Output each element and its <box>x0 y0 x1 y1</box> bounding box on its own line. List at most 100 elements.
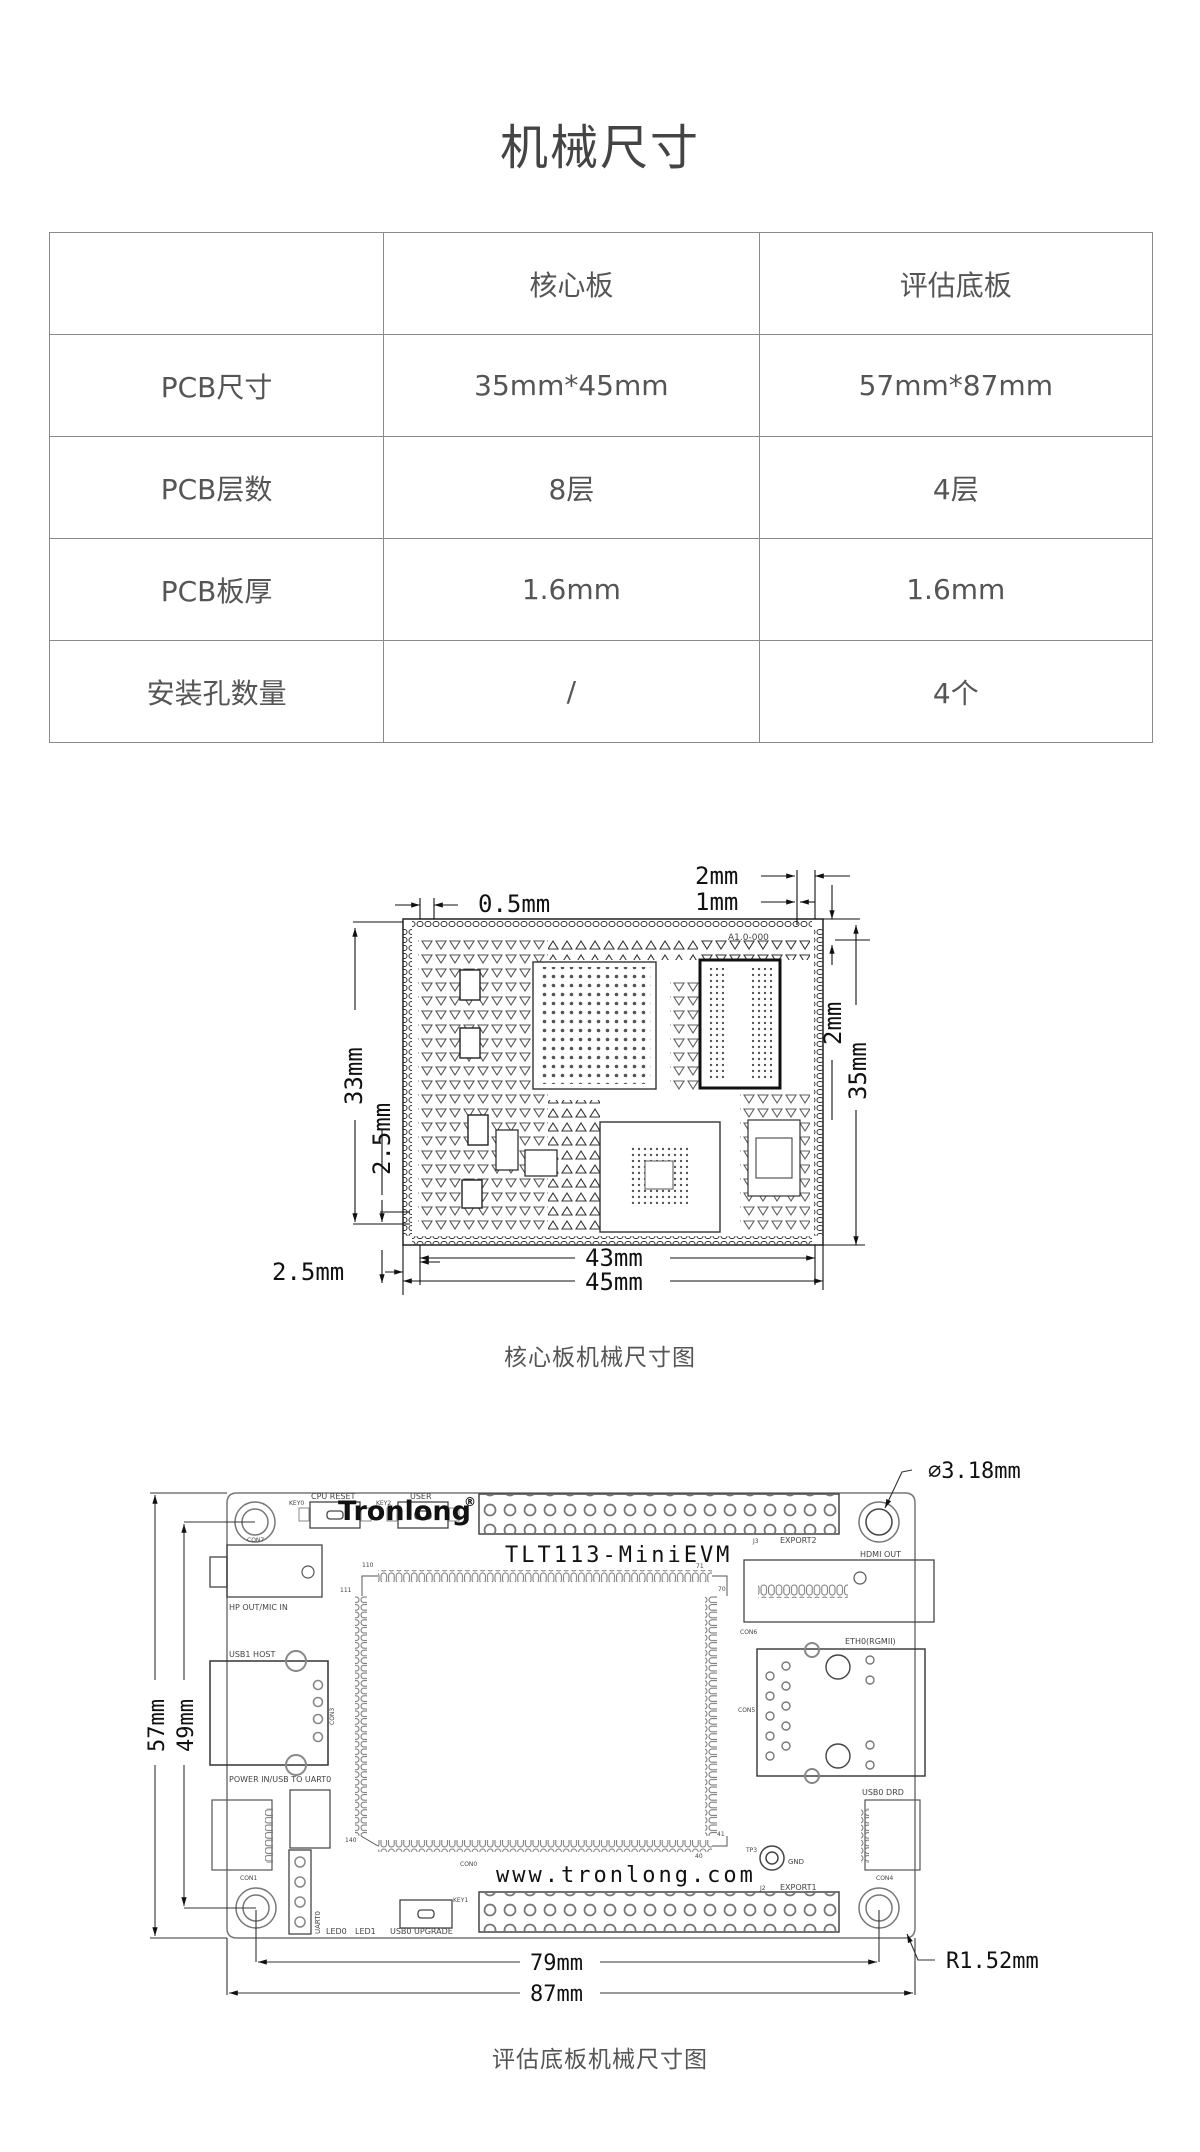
label-led0: LED0 <box>326 1927 347 1936</box>
evm-board-drawing: Tronlong ® TLT113-MiniEVM www.tronlong.c… <box>145 1459 1039 2007</box>
label-con5: CON5 <box>738 1707 755 1714</box>
label-pin-111: 111 <box>340 1587 352 1594</box>
button-cpu-reset <box>298 1501 372 1529</box>
header-export1 <box>478 1891 840 1933</box>
dim-width-outer: 45mm <box>585 1268 643 1296</box>
label-usb0-upgrade: USB0 UPGRADE <box>390 1927 453 1936</box>
core-value: 1.6mm <box>383 538 760 641</box>
table-header-row: 核心板 评估底板 <box>48 232 1154 335</box>
label-export2: EXPORT2 <box>780 1536 817 1545</box>
connector-usb0-drd <box>861 1799 921 1871</box>
core-board-drawing: A1.0-000 <box>272 862 872 1296</box>
label-uart0: UART0 <box>314 1911 322 1934</box>
label-con4: CON4 <box>876 1875 893 1882</box>
label-j2: J2 <box>759 1885 766 1892</box>
label-usb0-drd: USB0 DRD <box>862 1788 904 1797</box>
core-cpu-chip <box>532 961 657 1090</box>
core-board-outline: A1.0-000 <box>402 918 824 1246</box>
evm-value: 4层 <box>758 436 1154 539</box>
core-board-caption: 核心板机械尺寸图 <box>504 1345 696 1371</box>
mounting-hole-top-right <box>858 1501 900 1543</box>
connector-power-in <box>211 1789 331 1871</box>
dim-bottom-left-offset: 2.5mm <box>272 1258 344 1286</box>
label-export1: EXPORT1 <box>780 1883 817 1892</box>
dim-pad-pitch: 0.5mm <box>478 890 550 918</box>
model-name: TLT113-MiniEVM <box>505 1543 732 1568</box>
core-value: 8层 <box>383 436 760 539</box>
connector-hp-out <box>209 1544 323 1598</box>
label-con3: CON3 <box>329 1708 336 1725</box>
dim-width-inner: 43mm <box>585 1244 643 1272</box>
core-dimension-lines <box>352 870 870 1295</box>
label-gnd: GND <box>788 1858 804 1866</box>
dim-corner-radius: R1.52mm <box>946 1949 1039 1974</box>
label-con6: CON6 <box>740 1629 757 1636</box>
label-tp3: TP3 <box>745 1847 757 1854</box>
dim-hole-diameter: ∅3.18mm <box>928 1459 1021 1484</box>
core-pmic-chip <box>747 1119 801 1197</box>
evm-value: 1.6mm <box>758 538 1154 641</box>
core-revision-label: A1.0-000 <box>728 933 769 943</box>
connector-eth0 <box>756 1642 926 1784</box>
label-pin-41: 41 <box>717 1831 725 1838</box>
header-cell-core-board: 核心板 <box>383 232 760 335</box>
test-point-tp3 <box>759 1845 785 1871</box>
label-user: USER <box>410 1492 432 1501</box>
label-key1: KEY1 <box>453 1897 468 1904</box>
dim-height-outer: 57mm <box>145 1699 170 1752</box>
core-ddr-chip <box>698 958 782 1090</box>
evm-value: 57mm*87mm <box>758 334 1154 437</box>
row-label: 安装孔数量 <box>48 640 385 743</box>
label-hp-out: HP OUT/MIC IN <box>229 1603 288 1612</box>
label-key2: KEY2 <box>376 1500 391 1507</box>
header-cell-empty <box>48 232 385 335</box>
dim-height-offset: 2.5mm <box>368 1103 396 1175</box>
evm-board-outline: Tronlong ® TLT113-MiniEVM www.tronlong.c… <box>209 1492 935 1939</box>
label-usb1-host: USB1 HOST <box>229 1650 275 1659</box>
label-cpu-reset: CPU RESET <box>311 1492 356 1501</box>
website-url: www.tronlong.com <box>496 1863 756 1888</box>
table-row: PCB尺寸 35mm*45mm 57mm*87mm <box>48 334 1154 437</box>
dim-width-holes: 79mm <box>530 1951 583 1976</box>
dim-height-outer: 35mm <box>844 1042 872 1100</box>
dim-right-offset: 2mm <box>819 1002 847 1045</box>
dim-top-right-outer: 2mm <box>695 862 738 890</box>
label-pin-71: 71 <box>696 1563 704 1570</box>
header-export2 <box>478 1493 840 1535</box>
core-value: 35mm*45mm <box>383 334 760 437</box>
label-con7: CON7 <box>247 1537 264 1544</box>
table-row: PCB层数 8层 4层 <box>48 436 1154 539</box>
table-row: 安装孔数量 / 4个 <box>48 640 1154 743</box>
row-label: PCB层数 <box>48 436 385 539</box>
label-power-in: POWER IN/USB TO UART0 <box>229 1775 331 1784</box>
header-uart0 <box>288 1849 312 1935</box>
table-row: PCB板厚 1.6mm 1.6mm <box>48 538 1154 641</box>
label-con0: CON0 <box>460 1861 477 1868</box>
dim-height-holes: 49mm <box>174 1699 199 1752</box>
dim-top-right-inner: 1mm <box>695 888 738 916</box>
label-pin-110: 110 <box>362 1562 374 1569</box>
dim-width-outer: 87mm <box>530 1982 583 2007</box>
page-title: 机械尺寸 <box>499 120 700 176</box>
label-j3: J3 <box>752 1538 759 1545</box>
cpu-module-footprint <box>355 1570 728 1852</box>
label-pin-140: 140 <box>345 1837 357 1844</box>
spec-table: 核心板 评估底板 PCB尺寸 35mm*45mm 57mm*87mm PCB层数… <box>48 232 1154 743</box>
label-eth0: ETH0(RGMII) <box>845 1637 896 1646</box>
label-key0: KEY0 <box>289 1500 304 1507</box>
core-value: / <box>383 640 760 743</box>
evm-value: 4个 <box>758 640 1154 743</box>
dim-height-inner: 33mm <box>340 1047 368 1105</box>
label-led1: LED1 <box>355 1927 376 1936</box>
core-emmc-chip <box>599 1121 721 1233</box>
row-label: PCB板厚 <box>48 538 385 641</box>
header-cell-evm-board: 评估底板 <box>758 232 1154 335</box>
connector-hdmi-out <box>743 1559 935 1623</box>
evm-dimension-lines <box>150 1469 935 1996</box>
label-pin-40: 40 <box>695 1853 703 1860</box>
evm-board-caption: 评估底板机械尺寸图 <box>492 2047 708 2073</box>
button-user <box>386 1501 460 1529</box>
row-label: PCB尺寸 <box>48 334 385 437</box>
label-con1: CON1 <box>240 1875 257 1882</box>
button-usb0-upgrade <box>399 1899 453 1929</box>
